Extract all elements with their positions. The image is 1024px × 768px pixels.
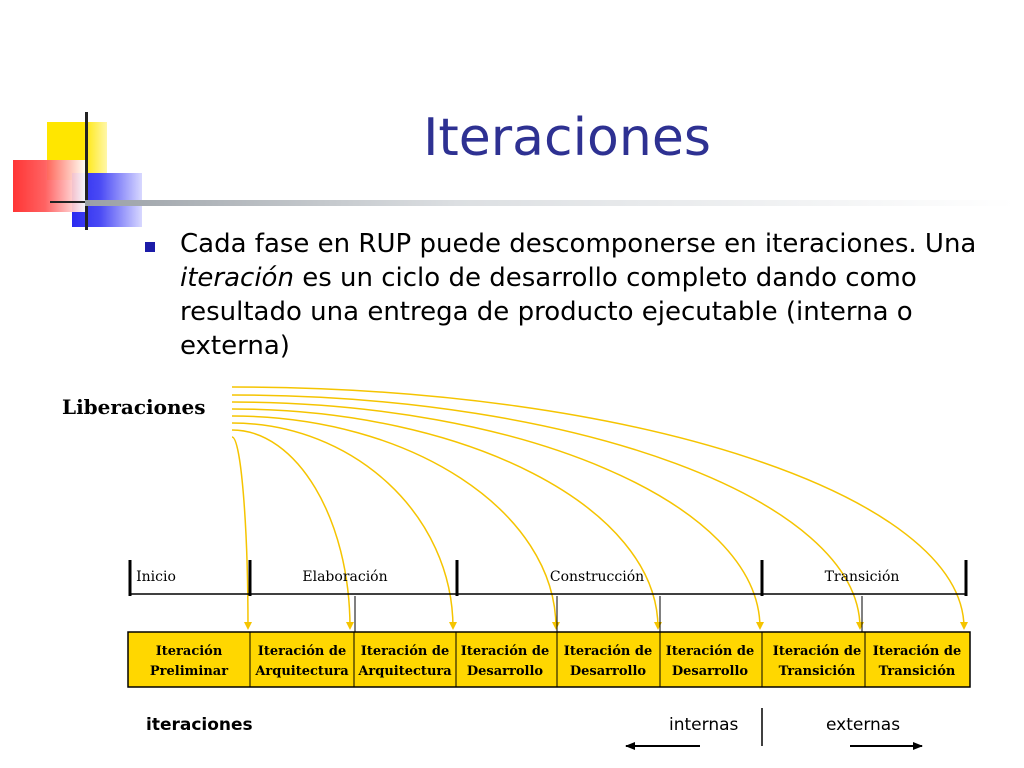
slide-title: Iteraciones — [423, 108, 711, 168]
iteration-box: Iteración de Arquitectura — [357, 644, 452, 679]
iteration-row: Iteración Preliminar Iteración de Arquit… — [127, 631, 971, 688]
release-arrows — [231, 386, 968, 630]
phase-bar: Inicio Elaboración Construcción Transici… — [128, 560, 968, 596]
legend-external-label: externas — [826, 715, 900, 735]
iteration-line1: Iteración de — [258, 644, 347, 659]
iteration-line1: Iteración de — [564, 644, 653, 659]
iteration-line2: Desarrollo — [672, 664, 749, 679]
iteration-line2: Arquitectura — [254, 664, 349, 679]
bullet-text-pre: Cada fase en RUP puede descomponerse en … — [180, 229, 977, 259]
phase-label-construccion: Construcción — [550, 569, 644, 585]
iteration-box: Iteración de Desarrollo — [564, 644, 653, 679]
release-arrow — [231, 401, 764, 630]
legend: iteraciones internas externas — [146, 708, 923, 750]
decor-horizontal-line — [50, 201, 106, 203]
bullet-text: Cada fase en RUP puede descomponerse en … — [180, 227, 980, 363]
phase-label-transicion: Transición — [825, 569, 900, 585]
iteration-box: Iteración de Desarrollo — [461, 644, 550, 679]
legend-iterations-label: iteraciones — [146, 715, 253, 735]
iteration-line2: Preliminar — [150, 664, 228, 679]
release-arrow — [231, 394, 864, 630]
decor-red-square — [13, 160, 85, 212]
phase-label-inicio: Inicio — [136, 569, 176, 585]
iteration-line1: Iteración de — [666, 644, 755, 659]
title-rule — [85, 200, 1015, 206]
iteration-line2: Arquitectura — [357, 664, 452, 679]
iteration-box: Iteración de Transición — [773, 644, 862, 679]
releases-label: Liberaciones — [62, 395, 206, 419]
release-arrow — [231, 415, 560, 630]
iteration-line2: Transición — [879, 664, 956, 679]
decor-vertical-line — [85, 112, 88, 230]
legend-internal-label: internas — [669, 715, 739, 735]
release-arrow — [231, 386, 968, 630]
iteration-line1: Iteración — [156, 644, 223, 659]
iteration-line2: Transición — [779, 664, 856, 679]
bullet-square-icon — [145, 242, 155, 252]
bullet-text-emphasis: iteración — [180, 263, 294, 293]
phase-label-elaboracion: Elaboración — [302, 569, 387, 585]
release-arrow — [231, 436, 252, 630]
iteration-box: Iteración de Transición — [873, 644, 962, 679]
iteration-box: Iteración de Desarrollo — [666, 644, 755, 679]
release-arrow — [231, 422, 457, 630]
iteration-line2: Desarrollo — [570, 664, 647, 679]
iteration-box: Iteración de Arquitectura — [254, 644, 349, 679]
release-arrow — [231, 429, 354, 630]
iteration-line1: Iteración de — [361, 644, 450, 659]
iteration-dividers — [354, 596, 863, 632]
bullet-text-post: es un ciclo de desarrollo completo dando… — [180, 263, 917, 361]
iteration-line1: Iteración de — [873, 644, 962, 659]
iteration-line1: Iteración de — [461, 644, 550, 659]
release-arrow — [231, 408, 662, 630]
iteration-row-background — [127, 631, 971, 688]
iteration-box: Iteración Preliminar — [150, 644, 228, 679]
iteration-line2: Desarrollo — [467, 664, 544, 679]
iteration-line1: Iteración de — [773, 644, 862, 659]
